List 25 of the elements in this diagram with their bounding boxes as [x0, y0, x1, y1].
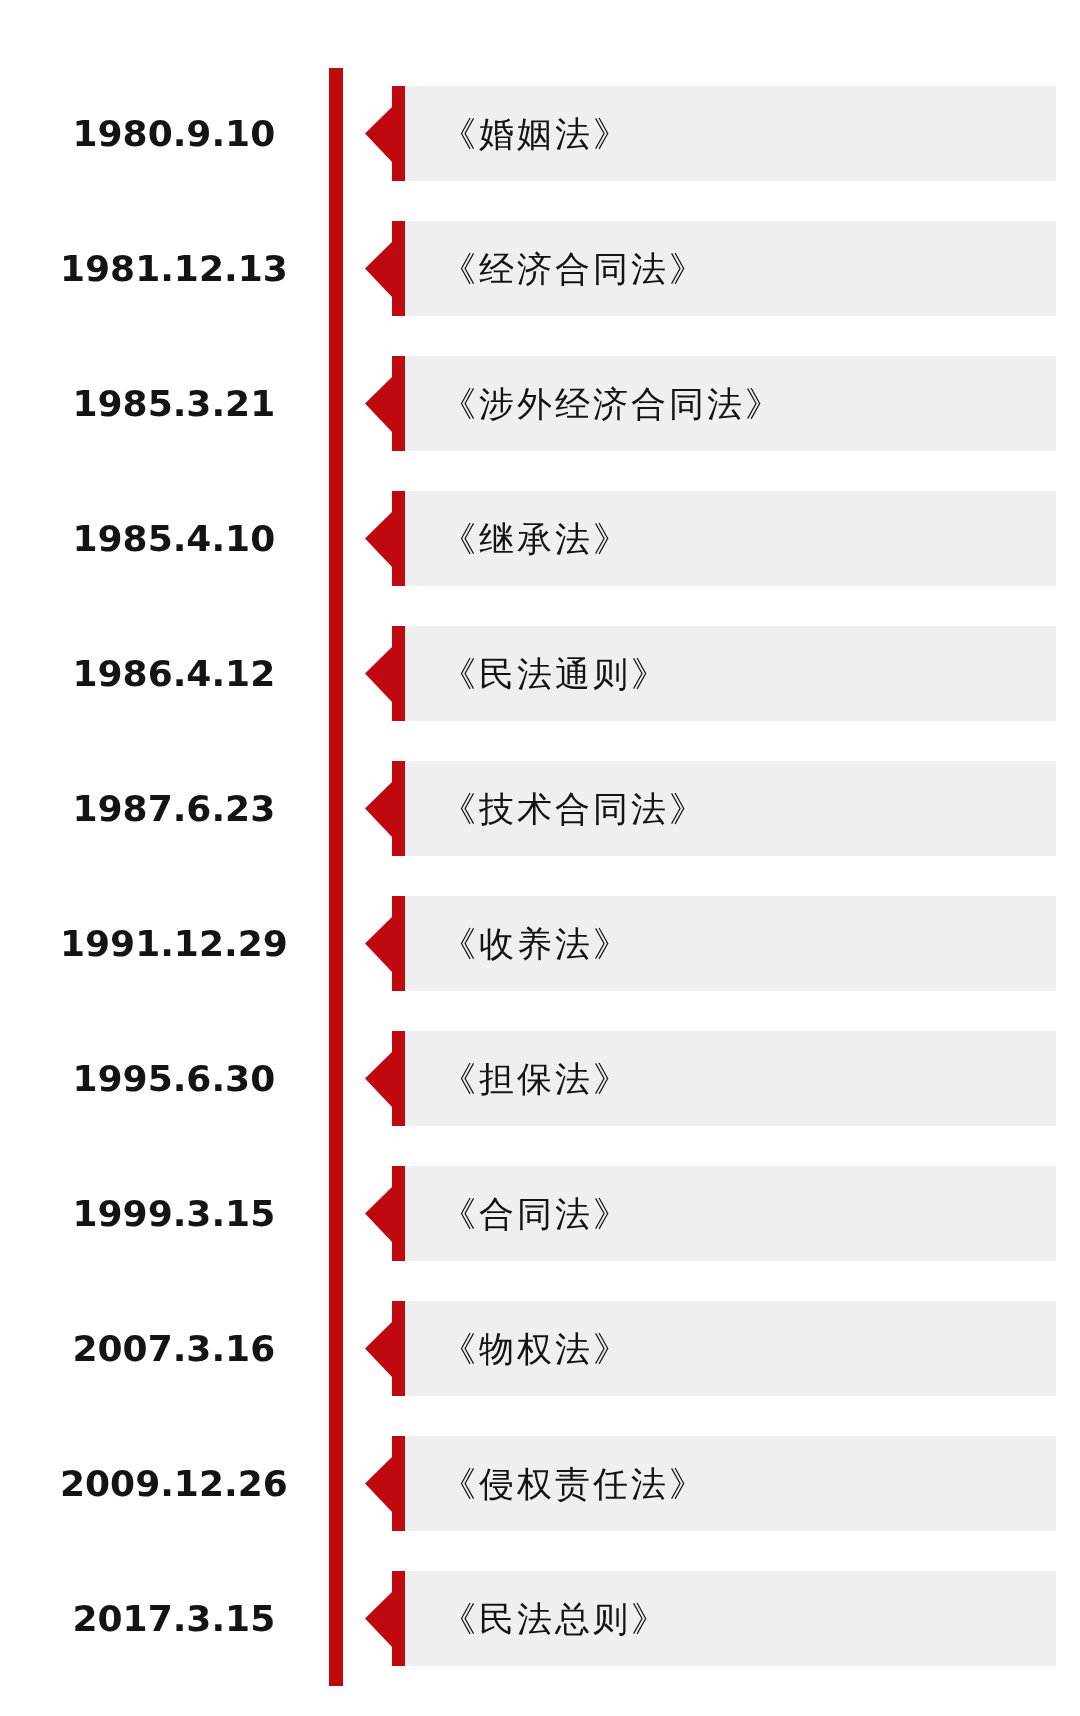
- law-title: 《技术合同法》: [441, 788, 707, 829]
- law-title: 《收养法》: [441, 923, 631, 964]
- date-label: 1987.6.23: [72, 788, 276, 830]
- law-title: 《物权法》: [441, 1328, 631, 1369]
- date-label: 1980.9.10: [72, 113, 276, 155]
- law-title: 《担保法》: [441, 1058, 631, 1099]
- date-label: 1999.3.15: [72, 1193, 276, 1235]
- date-label: 2007.3.16: [72, 1328, 276, 1370]
- law-title: 《民法总则》: [441, 1598, 669, 1639]
- date-label: 1985.4.10: [72, 518, 276, 560]
- timeline-bar: [329, 68, 343, 1686]
- date-label: 1986.4.12: [72, 653, 276, 695]
- law-title: 《涉外经济合同法》: [441, 383, 783, 424]
- date-label: 1981.12.13: [60, 248, 288, 290]
- law-title: 《婚姻法》: [441, 113, 631, 154]
- date-label: 2009.12.26: [60, 1463, 288, 1505]
- date-label: 2017.3.15: [72, 1598, 276, 1640]
- date-label: 1995.6.30: [72, 1058, 276, 1100]
- law-title: 《合同法》: [441, 1193, 631, 1234]
- law-title: 《侵权责任法》: [441, 1463, 707, 1504]
- date-label: 1991.12.29: [60, 923, 288, 965]
- date-label: 1985.3.21: [72, 383, 276, 425]
- law-title: 《继承法》: [441, 518, 631, 559]
- law-title: 《经济合同法》: [441, 248, 707, 289]
- law-title: 《民法通则》: [441, 653, 669, 694]
